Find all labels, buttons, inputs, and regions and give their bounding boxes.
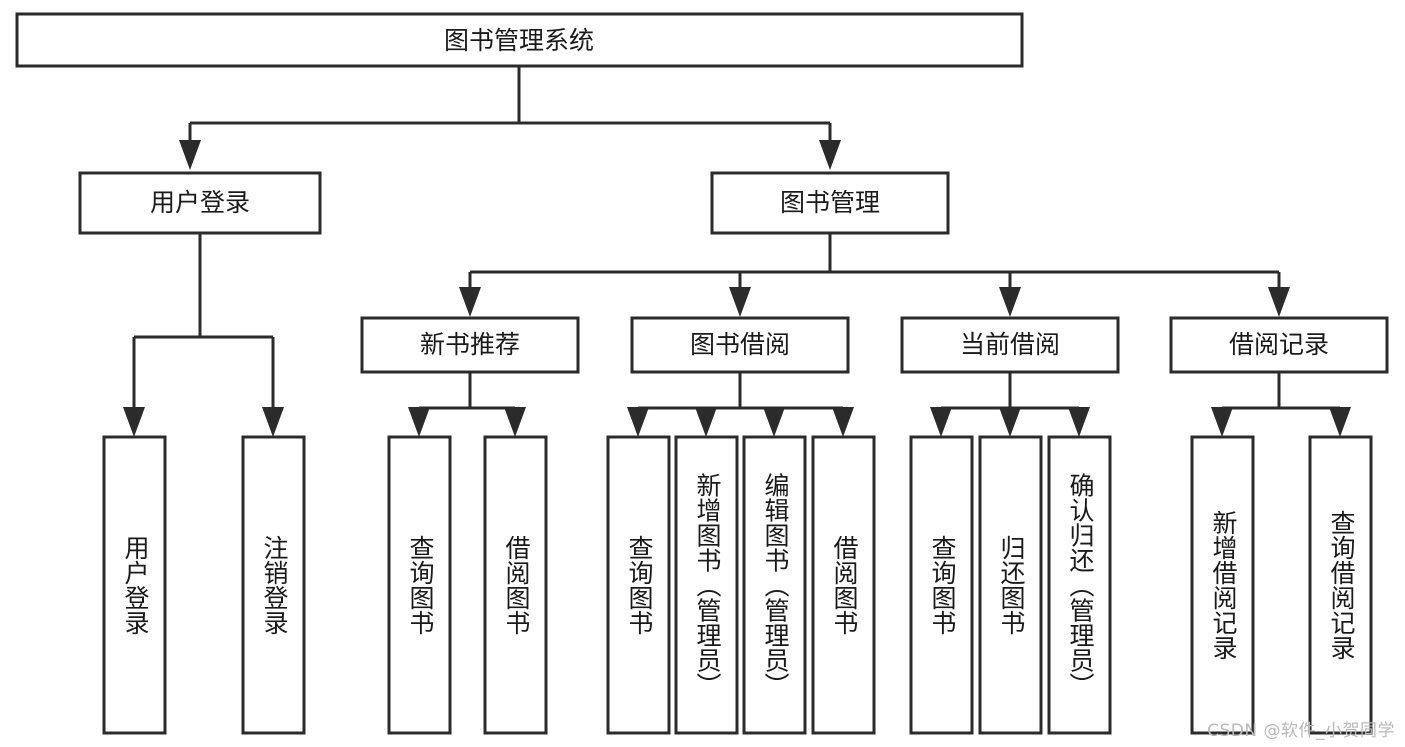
leaf-logout-label: 注销登录 [260, 535, 289, 635]
leaf-add-record-label: 新增借阅记录 [1209, 510, 1238, 660]
node-book-manage[interactable]: 图书管理 [710, 171, 950, 235]
arrow-to-leaf-borrow-book-2 [832, 407, 854, 437]
arrow-to-leaf-edit-book [763, 407, 785, 437]
node-user-login-label: 用户登录 [150, 188, 250, 217]
node-borrow-record-label: 借阅记录 [1229, 330, 1329, 359]
leaf-confirm-return-label: 确认归还（管理员） [1066, 473, 1095, 698]
leaf-query-book-2-label: 查询图书 [625, 535, 654, 635]
leaf-borrow-book-2-label: 借阅图书 [830, 535, 859, 635]
arrow-to-leaf-query-book-2 [627, 407, 649, 437]
leaf-confirm-return[interactable]: 确认归还（管理员） [1047, 435, 1112, 735]
node-book-borrow-label: 图书借阅 [690, 330, 790, 359]
arrow-to-leaf-add-book [695, 407, 717, 437]
leaf-borrow-book-1-label: 借阅图书 [502, 535, 531, 635]
leaf-query-book-3-label: 查询图书 [928, 535, 957, 635]
arrow-to-leaf-add-record [1211, 407, 1233, 437]
leaf-query-record-label: 查询借阅记录 [1327, 510, 1356, 660]
leaf-user-login-label: 用户登录 [121, 535, 150, 635]
leaf-query-record[interactable]: 查询借阅记录 [1308, 435, 1373, 735]
leaf-borrow-book-1[interactable]: 借阅图书 [483, 435, 548, 735]
connector-user-login-to-leaves [123, 233, 284, 437]
node-book-borrow[interactable]: 图书借阅 [630, 316, 850, 374]
node-new-book-recommend[interactable]: 新书推荐 [360, 316, 580, 374]
leaf-add-book[interactable]: 新增图书（管理员） [674, 435, 739, 735]
arrow-to-user-login [179, 140, 201, 170]
leaf-borrow-book-2[interactable]: 借阅图书 [811, 435, 876, 735]
leaf-query-book-2[interactable]: 查询图书 [606, 435, 671, 735]
connector-book-manage-to-level2 [459, 233, 1290, 317]
arrow-to-leaf-borrow-book-1 [504, 407, 526, 437]
arrow-to-leaf-confirm-return [1068, 407, 1090, 437]
leaf-add-record[interactable]: 新增借阅记录 [1190, 435, 1255, 735]
connector-borrow-record-to-leaves [1211, 372, 1351, 437]
arrow-to-current-borrow [999, 287, 1021, 317]
node-root[interactable]: 图书管理系统 [15, 12, 1024, 68]
node-current-borrow[interactable]: 当前借阅 [900, 316, 1120, 374]
leaf-query-book-1-label: 查询图书 [406, 535, 435, 635]
arrow-to-book-borrow [729, 287, 751, 317]
leaf-logout[interactable]: 注销登录 [241, 435, 306, 735]
node-user-login[interactable]: 用户登录 [78, 171, 322, 235]
arrow-to-borrow-record [1268, 287, 1290, 317]
leaf-edit-book[interactable]: 编辑图书（管理员） [742, 435, 807, 735]
connector-new-book-recommend-to-leaves [408, 372, 526, 437]
leaf-query-book-1[interactable]: 查询图书 [387, 435, 452, 735]
node-current-borrow-label: 当前借阅 [960, 330, 1060, 359]
leaf-return-book-label: 归还图书 [997, 535, 1026, 635]
arrow-to-leaf-logout [262, 407, 284, 437]
arrow-to-leaf-query-book-1 [408, 407, 430, 437]
connector-book-borrow-to-leaves [627, 372, 854, 437]
node-book-manage-label: 图书管理 [780, 188, 880, 217]
arrow-to-leaf-query-record [1329, 407, 1351, 437]
leaf-return-book[interactable]: 归还图书 [978, 435, 1043, 735]
leaf-user-login[interactable]: 用户登录 [102, 435, 167, 735]
connector-root-to-level1 [179, 66, 841, 170]
connector-current-borrow-to-leaves [930, 372, 1090, 437]
arrow-to-leaf-query-book-3 [930, 407, 952, 437]
arrow-to-book-manage [819, 140, 841, 170]
node-borrow-record[interactable]: 借阅记录 [1169, 316, 1389, 374]
node-root-label: 图书管理系统 [444, 26, 594, 55]
leaf-edit-book-label: 编辑图书（管理员） [761, 473, 790, 698]
csdn-watermark: CSDN @软件_小贺同学 [1207, 721, 1395, 741]
arrow-to-leaf-return-book [999, 407, 1021, 437]
node-new-book-recommend-label: 新书推荐 [420, 330, 520, 359]
leaf-query-book-3[interactable]: 查询图书 [909, 435, 974, 735]
arrow-to-new-book-recommend [459, 287, 481, 317]
leaf-add-book-label: 新增图书（管理员） [693, 473, 722, 698]
arrow-to-leaf-user-login [123, 407, 145, 437]
